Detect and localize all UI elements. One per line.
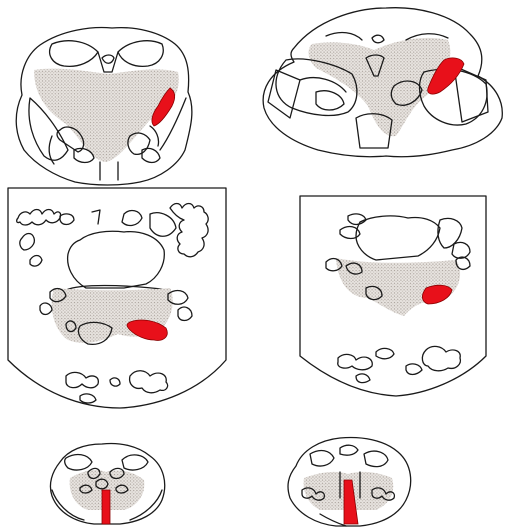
middle-right-frame [299, 195, 487, 397]
middle-left-folia-left [16, 208, 62, 226]
top-left-highlight [151, 87, 176, 127]
top-left-stipple [34, 68, 179, 162]
middle-left-ventricle [66, 230, 165, 289]
middle-right-highlight [422, 284, 453, 305]
top-right-outline [262, 7, 503, 158]
middle-right-stipple [336, 258, 461, 316]
top-left-tectum [49, 40, 99, 68]
middle-right-ventricle [355, 215, 441, 261]
bottom-right-outline [287, 436, 412, 527]
section-top-right [262, 7, 503, 158]
section-middle-left [7, 187, 227, 409]
section-middle-right [299, 195, 487, 397]
section-top-left [15, 26, 193, 186]
middle-left-frame [7, 187, 227, 409]
middle-left-folia-right [169, 202, 209, 258]
bottom-left-outline [49, 442, 166, 525]
top-right-stipple [308, 37, 451, 137]
top-left-outline [15, 26, 193, 186]
top-left-tectum-right [117, 40, 164, 68]
bottom-left-highlight [101, 489, 111, 525]
middle-left-highlight [126, 319, 168, 341]
section-bottom-right [287, 436, 412, 527]
bottom-right-highlight [343, 479, 359, 525]
top-right-highlight [427, 57, 465, 95]
section-bottom-left [49, 442, 166, 525]
